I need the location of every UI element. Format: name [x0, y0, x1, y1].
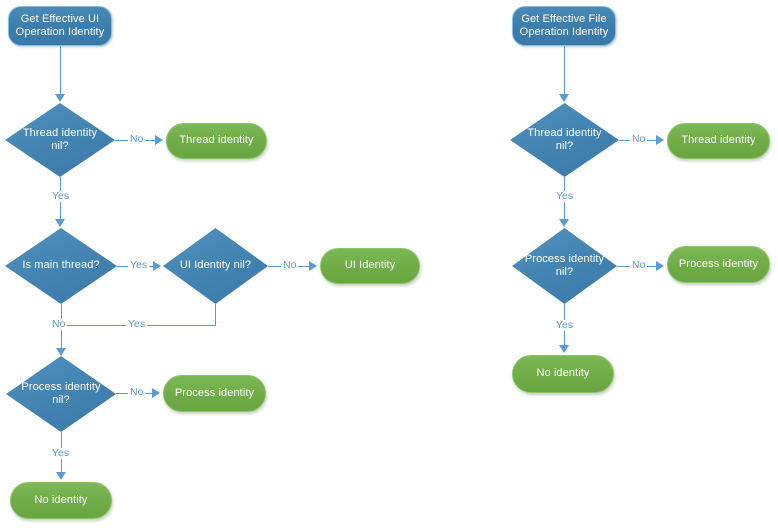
edge-label-main-thread-no: No	[50, 318, 68, 330]
start-ui-line2: Operation Identity	[15, 26, 105, 38]
connector-start-to-thread-ui	[60, 46, 61, 96]
edge-label-ui-identity-yes: Yes	[126, 318, 148, 330]
edge-label-process-no-file: No	[630, 259, 648, 271]
decision-thread-identity-nil-ui-label: Thread identity nil?	[5, 127, 115, 154]
decision-is-main-thread[interactable]: Is main thread?	[5, 228, 117, 304]
decision-process-identity-nil-ui-label: Process identity nil?	[6, 381, 116, 408]
decision-ui-identity-nil-label: UI Identity nil?	[179, 259, 252, 272]
arrowhead-thread-no-ui	[155, 135, 163, 145]
result-ui-identity[interactable]: UI Identity	[320, 248, 420, 284]
node-start-ui-operation[interactable]: Get Effective UI Operation Identity	[8, 6, 112, 46]
process-nil-ui-line1: Process identity	[21, 380, 101, 393]
decision-thread-identity-nil-file[interactable]: Thread identity nil?	[510, 103, 619, 177]
result-no-identity-file-label: No identity	[536, 367, 590, 380]
edge-label-process-yes-file: Yes	[554, 319, 576, 331]
result-process-identity-ui[interactable]: Process identity	[163, 375, 266, 412]
arrowhead-process-no-file	[656, 261, 664, 271]
arrowhead-process-yes-file	[559, 345, 569, 353]
arrowhead-thread-yes-ui	[55, 219, 65, 227]
node-start-file-operation-label: Get Effective File Operation Identity	[520, 13, 609, 40]
result-thread-identity-file-label: Thread identity	[681, 134, 756, 147]
arrowhead-process-yes-ui	[56, 472, 66, 480]
arrowhead-start-to-thread-file	[559, 94, 569, 102]
start-file-line2: Operation Identity	[519, 26, 609, 38]
arrowhead-process-no-ui	[152, 388, 160, 398]
result-no-identity-ui[interactable]: No identity	[10, 482, 112, 519]
edge-label-thread-yes-file: Yes	[554, 190, 576, 202]
connector-ui-identity-yes-down	[215, 304, 216, 326]
arrowhead-thread-yes-file	[559, 219, 569, 227]
arrowhead-ui-identity-no	[309, 261, 317, 271]
result-process-identity-file-label: Process identity	[678, 257, 759, 270]
node-start-ui-operation-label: Get Effective UI Operation Identity	[16, 13, 105, 40]
edge-label-process-yes-ui: Yes	[50, 447, 72, 459]
edge-label-thread-yes-ui: Yes	[50, 190, 72, 202]
decision-process-identity-nil-file-label: Process identity nil?	[512, 253, 617, 280]
result-no-identity-ui-label: No identity	[34, 493, 88, 506]
edge-label-main-thread-yes: Yes	[128, 259, 150, 271]
result-process-identity-ui-label: Process identity	[174, 386, 255, 399]
result-ui-identity-label: UI Identity	[344, 259, 396, 272]
node-start-file-operation[interactable]: Get Effective File Operation Identity	[512, 6, 616, 46]
result-thread-identity-ui-label: Thread identity	[179, 134, 254, 147]
decision-ui-identity-nil[interactable]: UI Identity nil?	[163, 228, 268, 304]
start-file-line1: Get Effective File	[521, 12, 607, 25]
result-thread-identity-file[interactable]: Thread identity	[667, 123, 770, 159]
decision-thread-identity-nil-ui[interactable]: Thread identity nil?	[5, 103, 115, 177]
edge-label-thread-no-ui: No	[128, 133, 146, 145]
start-ui-line1: Get Effective UI	[20, 12, 100, 25]
process-nil-file-line1: Process identity	[524, 252, 605, 265]
arrowhead-main-thread-no	[56, 348, 66, 356]
arrowhead-start-to-thread-ui	[55, 94, 65, 102]
arrowhead-main-thread-yes	[153, 261, 161, 271]
process-nil-file-line2: nil?	[555, 266, 574, 278]
edge-label-ui-identity-no: No	[281, 259, 299, 271]
connector-start-to-thread-file	[564, 46, 565, 96]
decision-process-identity-nil-ui[interactable]: Process identity nil?	[6, 356, 116, 432]
thread-nil-file-line2: nil?	[555, 140, 574, 152]
decision-is-main-thread-label: Is main thread?	[22, 259, 100, 272]
arrowhead-thread-no-file	[656, 135, 664, 145]
thread-nil-ui-line1: Thread identity	[22, 126, 98, 139]
result-no-identity-file[interactable]: No identity	[512, 355, 614, 393]
thread-nil-file-line1: Thread identity	[527, 126, 602, 139]
edge-label-thread-no-file: No	[630, 133, 648, 145]
process-nil-ui-line2: nil?	[52, 394, 70, 406]
edge-label-process-no-ui: No	[128, 386, 146, 398]
result-thread-identity-ui[interactable]: Thread identity	[166, 123, 267, 159]
result-process-identity-file[interactable]: Process identity	[667, 246, 770, 283]
decision-process-identity-nil-file[interactable]: Process identity nil?	[512, 228, 617, 304]
decision-thread-identity-nil-file-label: Thread identity nil?	[510, 127, 619, 154]
thread-nil-ui-line2: nil?	[51, 140, 69, 152]
